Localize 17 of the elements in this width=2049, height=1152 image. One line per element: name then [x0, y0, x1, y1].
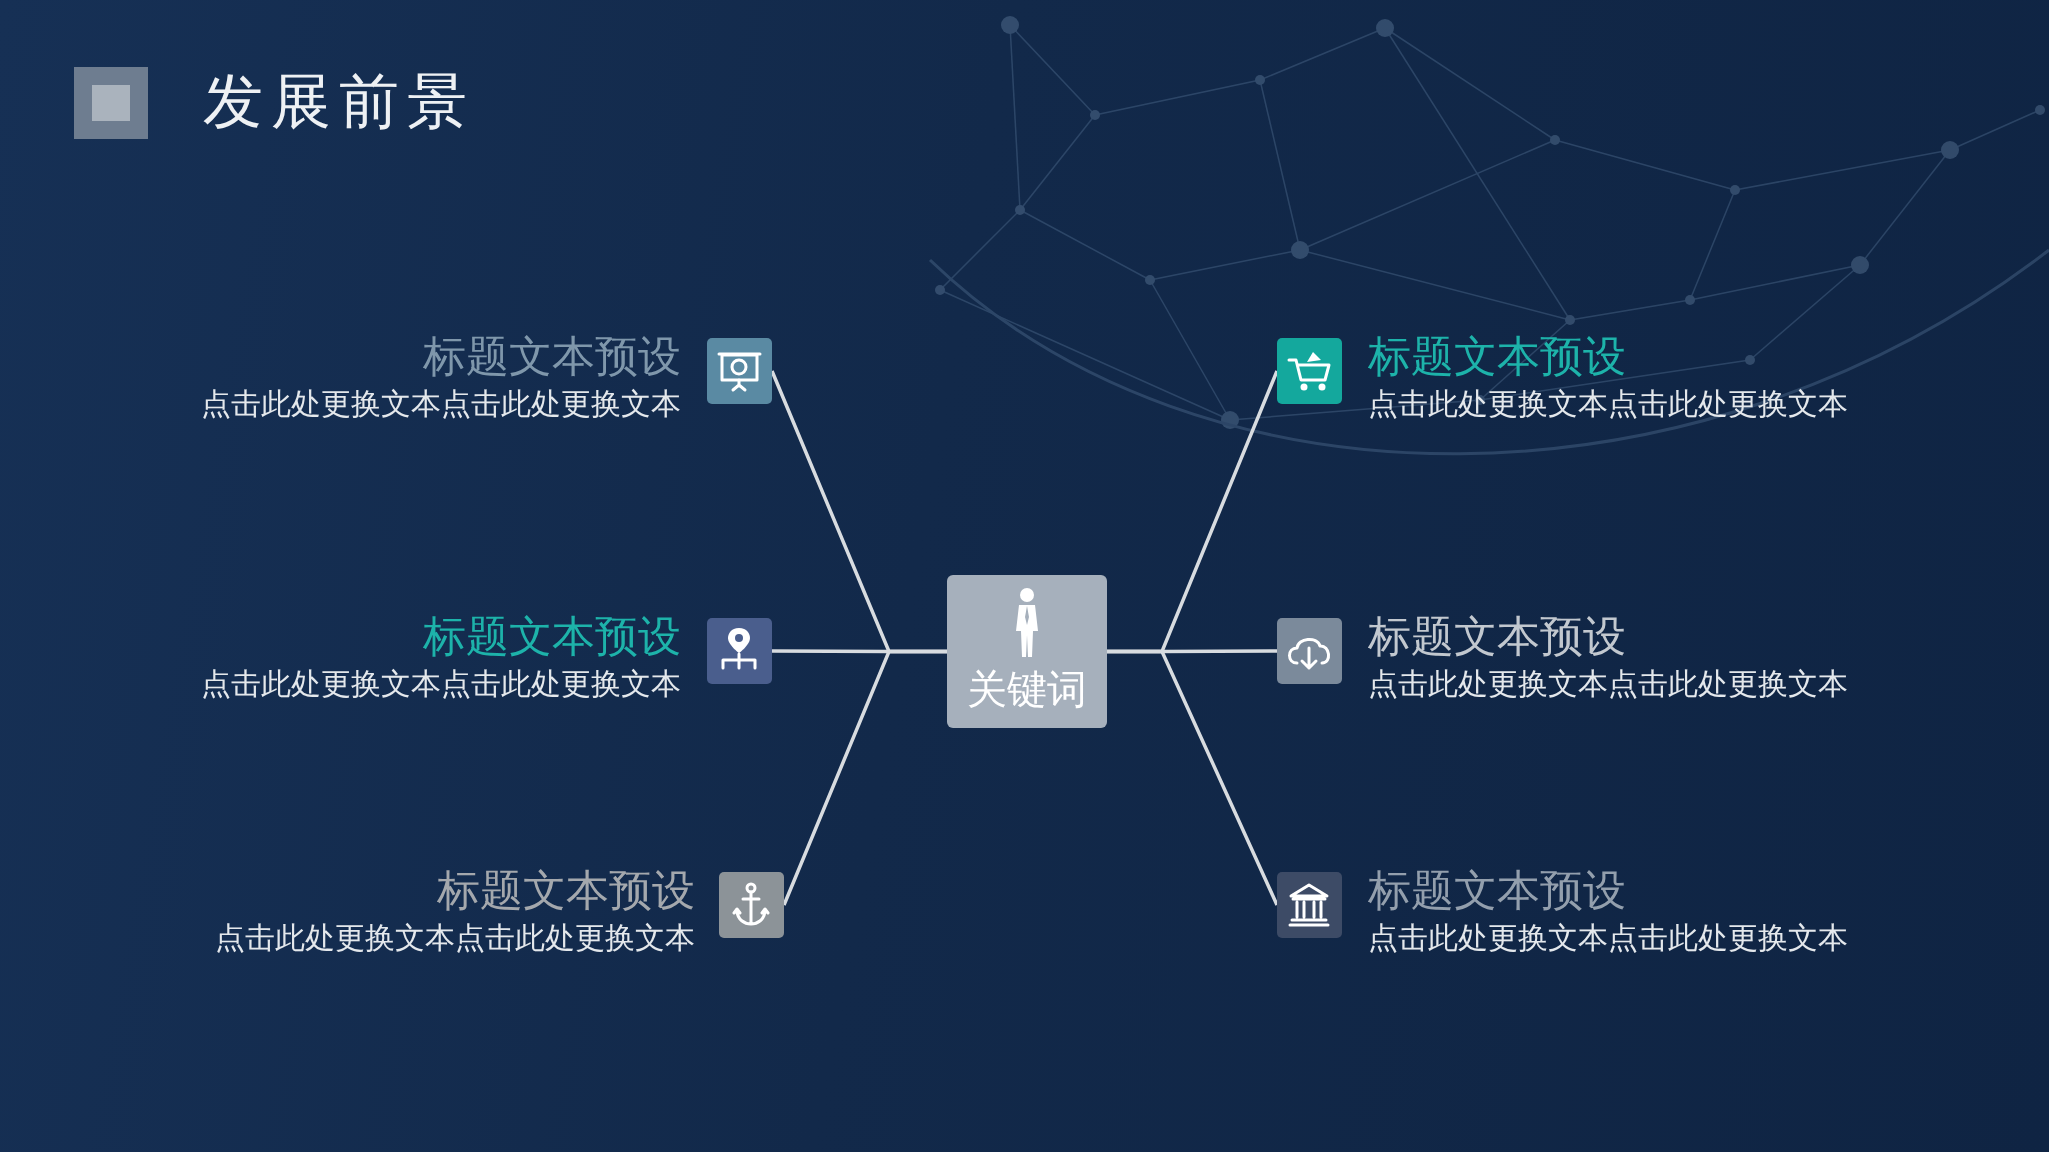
body-text: 点击此处更换文本点击此处更换文本	[201, 386, 681, 422]
heading-text: 标题文本预设	[423, 611, 681, 662]
connector-line	[782, 649, 947, 906]
heading-text: 标题文本预设	[423, 331, 681, 382]
heading-text: 标题文本预设	[1368, 865, 1626, 916]
body-text: 点击此处更换文本点击此处更换文本	[1368, 666, 1848, 702]
connector-line	[1107, 649, 1279, 906]
body-text: 点击此处更换文本点击此处更换文本	[215, 920, 695, 956]
heading-text: 标题文本预设	[1368, 611, 1626, 662]
body-text: 点击此处更换文本点击此处更换文本	[1368, 920, 1848, 956]
body-text: 点击此处更换文本点击此处更换文本	[201, 666, 681, 702]
title-text: 发展前景	[203, 67, 475, 137]
body-text: 点击此处更换文本点击此处更换文本	[1368, 386, 1848, 422]
heading-text: 标题文本预设	[1368, 331, 1626, 382]
keyword-box	[947, 575, 1107, 728]
keyword-text: 关键词	[966, 666, 1088, 713]
heading-text: 标题文本预设	[437, 865, 695, 916]
